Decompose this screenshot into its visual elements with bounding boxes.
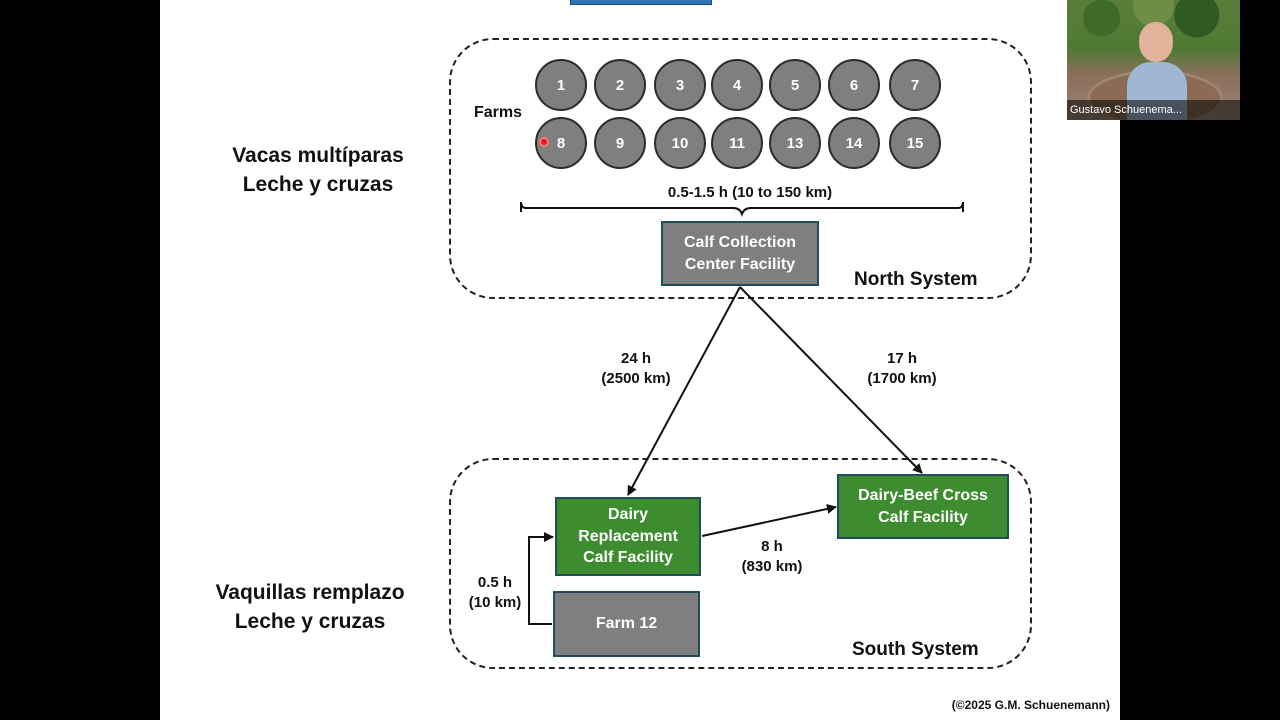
farm-circle: 15 <box>889 117 941 169</box>
cross-line1: Dairy-Beef Cross <box>858 486 988 504</box>
left-label-top: Vacas multíparas Leche y cruzas <box>218 142 418 200</box>
left-label-top-line2: Leche y cruzas <box>242 172 394 196</box>
farm-circle: 6 <box>828 59 880 111</box>
farm-circle: 13 <box>769 117 821 169</box>
route-left-label: 24 h (2500 km) <box>586 349 686 388</box>
mid-route-dist: (830 km) <box>741 557 803 575</box>
farm-circle: 5 <box>769 59 821 111</box>
left-label-top-line1: Vacas multíparas <box>232 144 404 167</box>
calf-collection-center-box: Calf Collection Center Facility <box>661 221 819 286</box>
mid-route-time: 8 h <box>761 538 783 555</box>
dairy-beef-cross-facility-box: Dairy-Beef Cross Calf Facility <box>837 474 1009 539</box>
north-system-label: North System <box>854 269 978 290</box>
farms-label: Farms <box>474 104 523 121</box>
dairy-line1: Dairy <box>607 506 649 524</box>
dairy-line3: Calf Facility <box>583 549 673 567</box>
farm-circle: 7 <box>889 59 941 111</box>
farm-circle: 11 <box>711 117 763 169</box>
farm-circle: 10 <box>654 117 706 169</box>
laser-pointer <box>539 137 549 147</box>
route-left-time: 24 h <box>620 350 651 367</box>
short-route-label: 0.5 h (10 km) <box>455 573 535 612</box>
collection-line1: Calf Collection <box>683 233 796 251</box>
south-system-label: South System <box>852 639 979 660</box>
participant-name-label: Gustavo Schuenema... <box>1067 100 1240 120</box>
route-right-time: 17 h <box>886 350 917 367</box>
farm-circle: 1 <box>535 59 587 111</box>
route-right-dist: (1700 km) <box>867 369 937 387</box>
farm-circle: 2 <box>594 59 646 111</box>
farm-circle: 9 <box>594 117 646 169</box>
farm-12-box: Farm 12 <box>553 591 700 657</box>
short-route-dist: (10 km) <box>468 593 522 611</box>
cross-line2: Calf Facility <box>878 508 968 526</box>
left-label-bottom-line2: Leche y cruzas <box>234 609 386 633</box>
left-label-bottom: Vaquillas remplazo Leche y cruzas <box>199 579 421 637</box>
copyright-text: (©2025 G.M. Schuenemann) <box>951 698 1110 712</box>
farm-circle: 3 <box>654 59 706 111</box>
farm-circle: 4 <box>711 59 763 111</box>
farm-circle: 14 <box>828 117 880 169</box>
slide-top-bar <box>570 0 712 5</box>
collection-line2: Center Facility <box>684 255 796 273</box>
dairy-replacement-facility-box: Dairy Replacement Calf Facility <box>555 497 701 576</box>
dairy-line2: Replacement <box>578 527 678 545</box>
left-label-bottom-line1: Vaquillas remplazo <box>215 581 405 604</box>
presentation-slide: Vacas multíparas Leche y cruzas Vaquilla… <box>160 0 1120 720</box>
route-right-label: 17 h (1700 km) <box>852 349 952 388</box>
farm-distance-label: 0.5-1.5 h (10 to 150 km) <box>667 184 833 201</box>
participant-video-tile[interactable]: Gustavo Schuenema... <box>1067 0 1240 120</box>
short-route-time: 0.5 h <box>477 574 513 591</box>
mid-route-label: 8 h (830 km) <box>722 537 822 576</box>
participant-head <box>1139 22 1173 62</box>
route-left-dist: (2500 km) <box>601 369 671 387</box>
